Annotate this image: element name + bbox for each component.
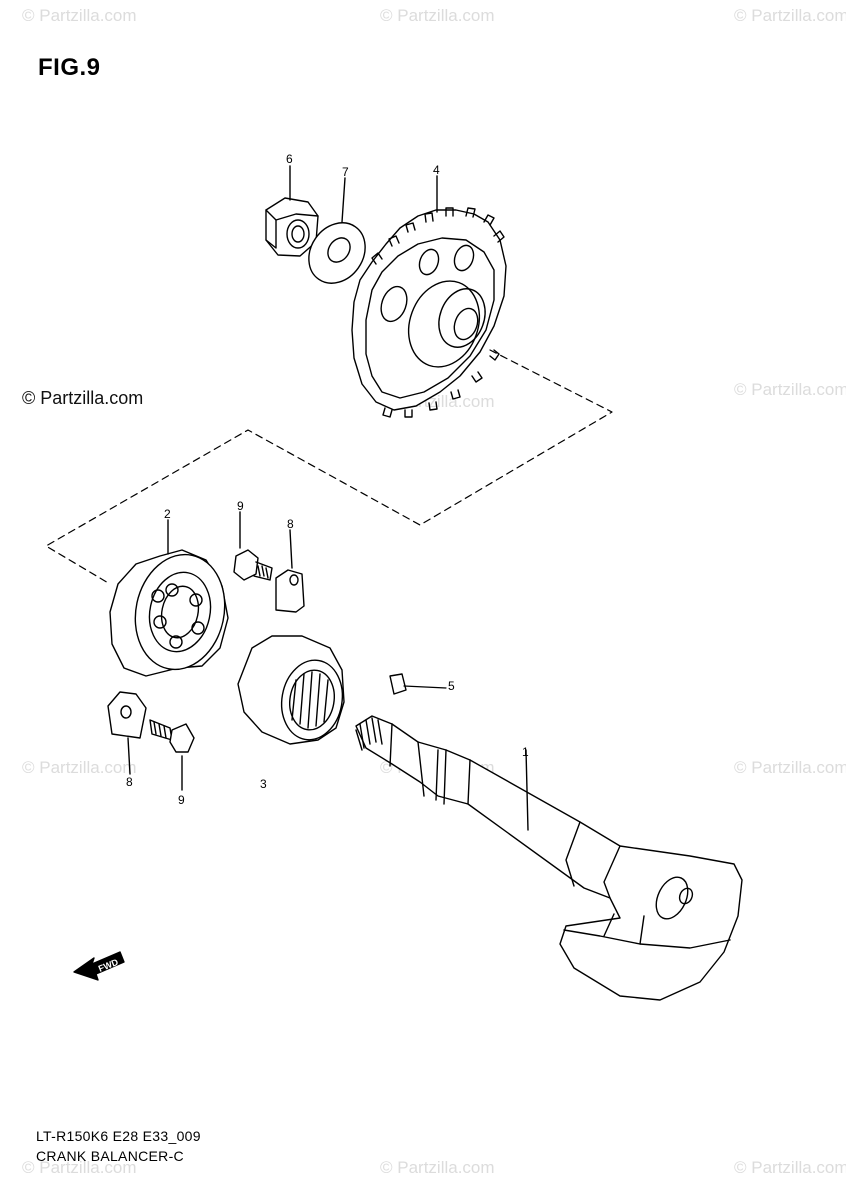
nut-6 xyxy=(265,197,319,257)
needle-bearing-3 xyxy=(237,635,345,745)
watermark: © Partzilla.com xyxy=(380,6,495,25)
crank-balancer-shaft-1 xyxy=(355,715,743,1001)
watermark: © Partzilla.com xyxy=(734,1158,846,1177)
callout-9-upper: 9 xyxy=(237,499,244,513)
assembly-dashed-line xyxy=(45,349,613,585)
callout-7: 7 xyxy=(342,165,349,179)
watermark: © Partzilla.com xyxy=(734,380,846,399)
figure-title: FIG.9 xyxy=(38,54,101,81)
callout-5: 5 xyxy=(448,679,455,693)
callout-8-lower: 8 xyxy=(126,775,133,789)
watermark: © Partzilla.com xyxy=(380,1158,495,1177)
bolt-9-lower xyxy=(149,719,195,753)
callout-6: 6 xyxy=(286,152,293,166)
washer-7 xyxy=(308,222,366,284)
watermark: © Partzilla.com xyxy=(734,758,846,777)
bolt-9-upper xyxy=(233,549,273,581)
gear-4 xyxy=(351,207,507,418)
lock-washer-8-lower xyxy=(107,691,147,739)
callout-9-lower: 9 xyxy=(178,793,185,807)
watermark: © Partzilla.com xyxy=(22,758,137,777)
watermark: © Partzilla.com xyxy=(22,6,137,25)
diagram-code: LT-R150K6 E28 E33_009 xyxy=(36,1128,201,1144)
pin-5 xyxy=(389,673,447,695)
lock-washer-8-upper xyxy=(275,569,305,613)
ball-bearing-2 xyxy=(109,549,229,677)
callout-4: 4 xyxy=(433,163,440,177)
callout-1: 1 xyxy=(522,745,529,759)
callout-8-upper: 8 xyxy=(287,517,294,531)
callout-2: 2 xyxy=(164,507,171,521)
forward-label: FWD xyxy=(97,957,120,974)
credit-watermark: © Partzilla.com xyxy=(22,388,144,408)
watermark: © Partzilla.com xyxy=(22,1158,137,1177)
callout-3: 3 xyxy=(260,777,267,791)
watermark: © Partzilla.com xyxy=(734,6,846,25)
diagram-name: CRANK BALANCER-C xyxy=(36,1148,184,1164)
forward-arrow-icon xyxy=(73,951,125,981)
